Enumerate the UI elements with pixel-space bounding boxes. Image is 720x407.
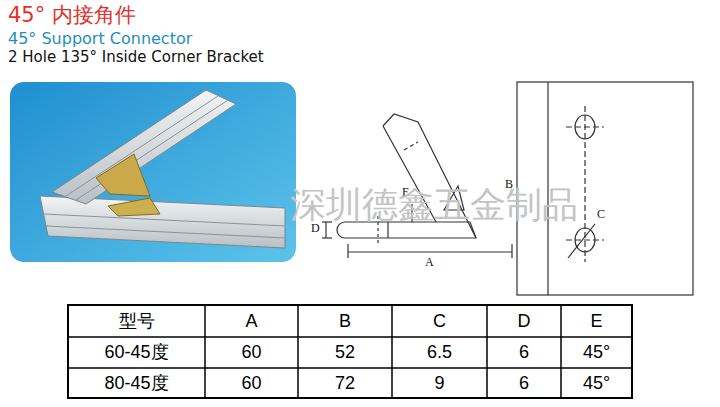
table-rule (68, 367, 632, 369)
table-cell: 6 (489, 373, 559, 394)
center-line (566, 239, 604, 240)
table-cell: B (300, 311, 390, 332)
table-cell: 45° (563, 373, 630, 394)
table-cell: 60 (207, 342, 296, 363)
table-rule (297, 305, 299, 398)
spec-table (68, 305, 632, 398)
table-rule (486, 305, 488, 398)
table-cell: A (207, 311, 296, 332)
extrusion-slot (46, 226, 285, 238)
dimension-tick (511, 244, 512, 258)
table-rule (68, 336, 632, 338)
dimension-line (348, 251, 512, 252)
bracket-part (108, 198, 160, 216)
table-cell: 72 (300, 373, 390, 394)
extrusion-horizontal (40, 196, 285, 248)
extrusion-slot (66, 96, 218, 196)
table-border (68, 305, 632, 398)
dimension-label: C (597, 208, 605, 222)
center-line (566, 126, 604, 127)
watermark: 深圳德鑫五金制品 (290, 184, 578, 225)
product-photo (10, 82, 296, 262)
table-cell: 6 (489, 342, 559, 363)
table-cell: 6.5 (394, 342, 485, 363)
center-line (584, 106, 585, 262)
dimension-label: A (425, 256, 434, 270)
table-cell: 9 (394, 373, 485, 394)
table-rule (391, 305, 393, 398)
dimension-tick (347, 244, 348, 258)
page-title: 45° 内接角件 (8, 3, 136, 27)
table-cell: E (563, 311, 630, 332)
table-cell: 80-45度 (70, 373, 203, 394)
table-cell: C (394, 311, 485, 332)
table-cell: 60-45度 (70, 342, 203, 363)
table-cell: 45° (563, 342, 630, 363)
subtitle: 2 Hole 135° Inside Corner Bracket (8, 49, 264, 66)
table-cell: 型号 (70, 311, 203, 332)
extrusion-slot (44, 214, 285, 226)
table-rule (204, 305, 206, 398)
subtitle: 45° Support Connector (8, 30, 192, 48)
table-cell: D (489, 311, 559, 332)
bracket-part (96, 154, 150, 196)
extrusion-angled (52, 90, 236, 204)
hole-center (404, 142, 418, 150)
extrusion-slot (76, 100, 228, 200)
table-cell: 52 (300, 342, 390, 363)
photo-ground (10, 82, 296, 262)
table-rule (560, 305, 562, 398)
leader-line (568, 224, 595, 258)
table-cell: 60 (207, 373, 296, 394)
dimension-tick (322, 237, 332, 238)
